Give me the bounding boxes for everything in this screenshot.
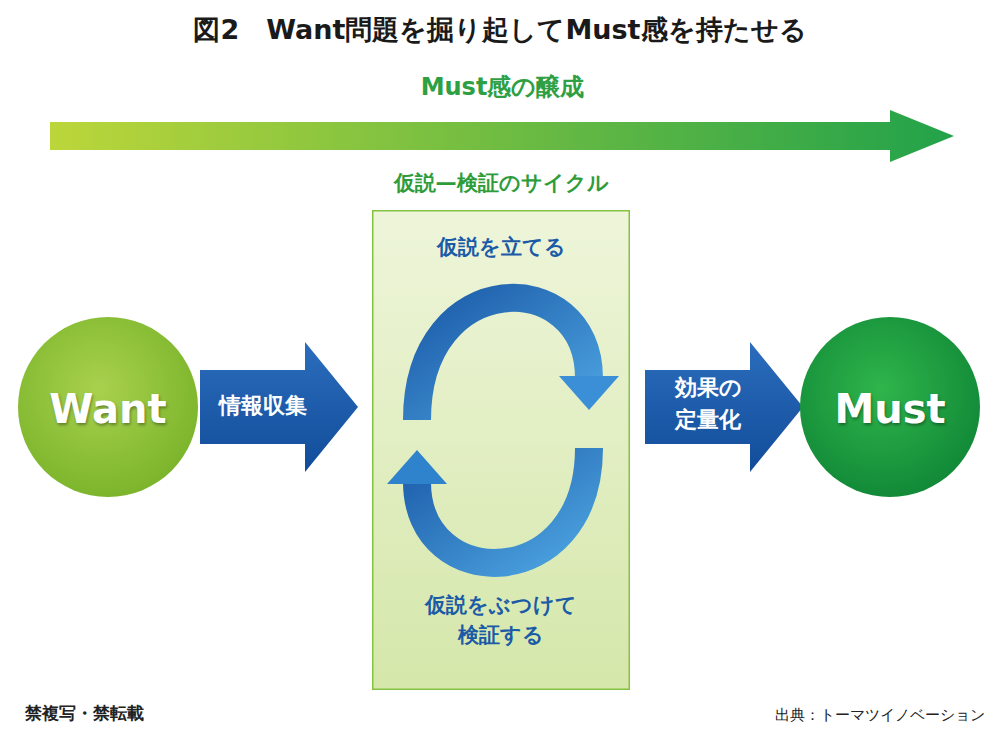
step-label: 情報収集 — [208, 390, 318, 422]
circle-fill — [800, 317, 980, 497]
cycle-arrowhead — [387, 450, 447, 484]
arrow-fill — [200, 342, 358, 472]
cycle-step: 仮説を立てる — [372, 232, 630, 262]
cycle-arrowhead — [559, 376, 619, 410]
copyright-note: 禁複写・禁転載 — [25, 702, 144, 725]
step-arrow: 効果の 定量化 — [645, 342, 803, 472]
cycle-arc — [417, 448, 589, 563]
cycle-box: 仮説—検証のサイクル仮説を立てる仮説をぶつけて 検証する — [372, 210, 630, 690]
figure-title: 図2 Want問題を掘り起してMust感を持たせる — [0, 12, 1000, 48]
arrow-heading: Must感の醸成 — [50, 70, 955, 105]
cycle-arc — [417, 298, 589, 420]
arrow-fill — [50, 110, 954, 162]
step-arrow: 情報収集 — [200, 342, 358, 472]
source-note: 出典：トーマツイノベーション — [775, 706, 985, 725]
step-label: 効果の 定量化 — [663, 372, 753, 436]
state-circle: Must — [800, 317, 980, 497]
cycle-arrows — [387, 298, 619, 563]
cycle-heading: 仮説—検証のサイクル — [312, 168, 690, 198]
state-circle: Want — [18, 317, 198, 497]
arrow-fill — [645, 342, 803, 472]
circle-fill — [18, 317, 198, 497]
state-label: Must — [800, 380, 980, 438]
cycle-box-outline — [372, 210, 630, 690]
cycle-step: 仮説をぶつけて 検証する — [421, 590, 581, 651]
state-label: Want — [18, 380, 198, 438]
box-fill — [373, 211, 630, 690]
progress-arrow: Must感の醸成 — [50, 70, 955, 166]
